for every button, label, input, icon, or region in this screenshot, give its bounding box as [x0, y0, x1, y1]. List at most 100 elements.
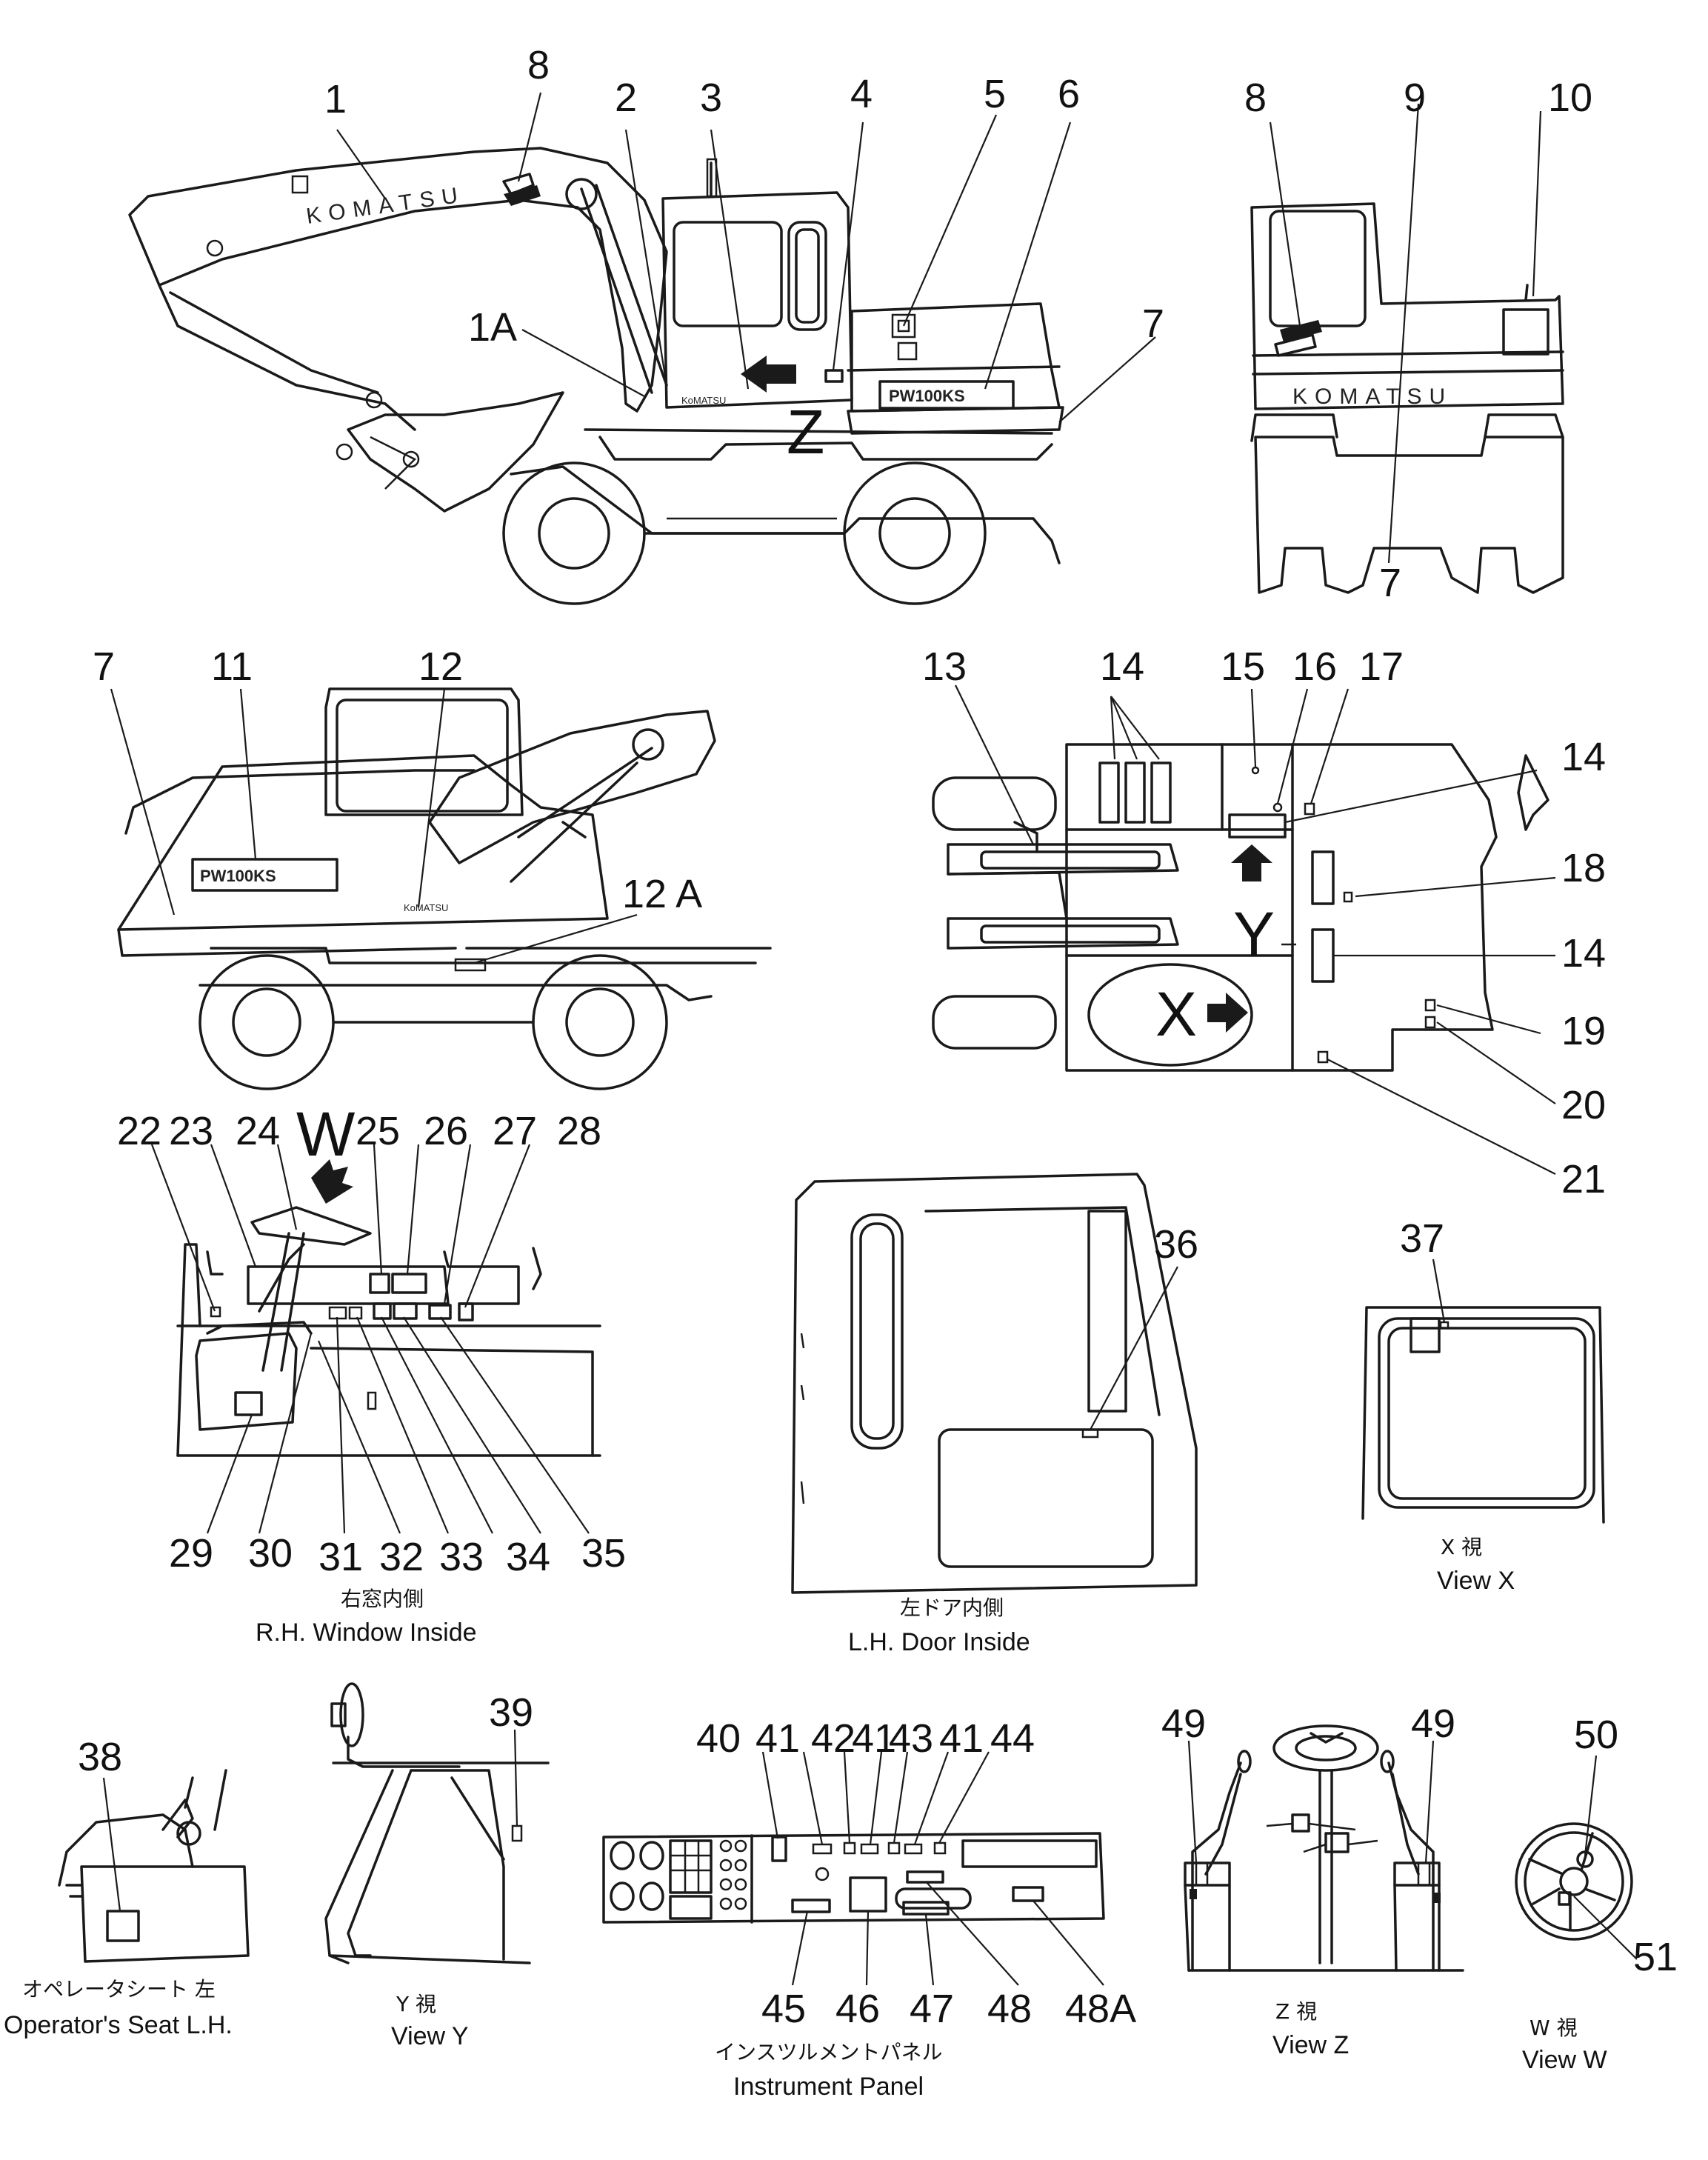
callout-49-left: 49: [1161, 1701, 1206, 1746]
view-y-panel: [324, 1682, 550, 1964]
callouts-side-view: 1 8 2 3 4 5 6 1A 7: [324, 43, 1164, 423]
view-w-panel: [1515, 1822, 1633, 1941]
callouts-view-x: 37 X 視 View X: [1400, 1216, 1515, 1595]
callout-2: 2: [615, 76, 637, 120]
rh-window-inside-view: W: [176, 1099, 601, 1457]
boom-brand: KOMATSU: [304, 182, 467, 229]
callouts-rh-window: 22 23 24 25 26 27 28 29 30 31 32 33 34 3…: [117, 1109, 626, 1647]
callout-45: 45: [761, 1987, 806, 2031]
callout-39: 39: [489, 1690, 533, 1735]
callout-7-rear: 7: [1379, 561, 1401, 605]
callout-22: 22: [117, 1109, 161, 1153]
side-model-plate: PW100KS: [889, 387, 965, 405]
callout-17: 17: [1359, 644, 1404, 689]
view-marker-w: W: [296, 1099, 355, 1169]
callout-5: 5: [984, 72, 1006, 116]
callout-1: 1: [324, 77, 347, 121]
view-x-panel: [1361, 1306, 1605, 1524]
caption-rh-window-en: R.H. Window Inside: [256, 1619, 477, 1647]
operator-seat-view: [58, 1769, 250, 1963]
callout-33: 33: [439, 1535, 484, 1579]
callouts-rear-view: 8 9 10 7: [1244, 76, 1592, 605]
callout-3: 3: [700, 76, 722, 120]
callout-25: 25: [356, 1109, 400, 1153]
callout-48: 48: [987, 1987, 1032, 2031]
caption-view-x-jp: X 視: [1441, 1535, 1482, 1559]
rear-brand: KOMATSU: [1292, 384, 1452, 409]
view-marker-z: Z: [787, 397, 824, 467]
callout-35: 35: [581, 1531, 626, 1576]
callout-41b: 41: [852, 1716, 896, 1761]
callout-36: 36: [1154, 1222, 1198, 1267]
callouts-view-w: 50 51 W 視 View W: [1522, 1713, 1678, 2074]
callout-16: 16: [1292, 644, 1337, 689]
callout-13: 13: [922, 644, 967, 689]
callout-34: 34: [506, 1535, 550, 1579]
caption-seat-en: Operator's Seat L.H.: [4, 2011, 233, 2039]
callouts-view-z: 49 49 Z 視 View Z: [1161, 1701, 1455, 2059]
callout-4: 4: [850, 72, 873, 116]
callout-48a: 48A: [1065, 1987, 1136, 2031]
callout-9: 9: [1404, 76, 1426, 120]
callouts-top-view: 13 14 15 16 17 14 18 14 19 20 21: [922, 644, 1606, 1201]
callouts-seat: 38 オペレータシート 左 Operator's Seat L.H.: [4, 1735, 233, 2039]
caption-view-w-jp: W 視: [1529, 2016, 1578, 2040]
callout-1a: 1A: [468, 305, 517, 350]
callout-27: 27: [493, 1109, 537, 1153]
callout-44: 44: [990, 1716, 1035, 1761]
callout-40: 40: [696, 1716, 741, 1761]
callouts-instrument-panel: 40 41 42 41 43 41 44 45 46 47 48 48A インス…: [696, 1716, 1136, 2101]
caption-lh-door-jp: 左ドア内側: [900, 1596, 1004, 1620]
caption-view-x-en: View X: [1437, 1567, 1515, 1595]
callout-15: 15: [1221, 644, 1265, 689]
callout-14-upper-right: 14: [1561, 735, 1606, 779]
callout-21: 21: [1561, 1157, 1606, 1201]
callouts-lh-door: 36 左ドア内側 L.H. Door Inside: [848, 1222, 1198, 1656]
callout-20: 20: [1561, 1083, 1606, 1127]
callout-23: 23: [169, 1109, 213, 1153]
caption-lh-door-en: L.H. Door Inside: [848, 1628, 1030, 1656]
machine-side-view-right: PW100KS KoMATSU: [117, 687, 772, 1090]
view-z-panel: [1184, 1724, 1464, 1972]
machine-side-view-left: KOMATSU KoMATSU PW100KS Z: [128, 147, 1064, 605]
callout-41c: 41: [939, 1716, 984, 1761]
callout-24: 24: [236, 1109, 280, 1153]
caption-view-w-en: View W: [1522, 2046, 1607, 2074]
caption-panel-en: Instrument Panel: [733, 2073, 924, 2101]
callout-41a: 41: [755, 1716, 800, 1761]
callout-51: 51: [1633, 1935, 1678, 1979]
callout-14-lower-right: 14: [1561, 931, 1606, 976]
side-brand-small: KoMATSU: [404, 902, 448, 913]
right-model-plate: PW100KS: [200, 867, 276, 885]
caption-view-z-jp: Z 視: [1275, 1999, 1317, 2024]
callout-7: 7: [1142, 301, 1164, 346]
callouts-view-y: 39 Y 視 View Y: [391, 1690, 533, 2050]
callout-6: 6: [1058, 72, 1080, 116]
callout-30: 30: [248, 1531, 293, 1576]
caption-rh-window-jp: 右窓内側: [341, 1587, 424, 1611]
instrument-panel-view: [602, 1832, 1105, 1924]
callout-43: 43: [889, 1716, 933, 1761]
lh-door-inside-view: [791, 1173, 1198, 1594]
machine-rear-view: KOMATSU: [1250, 103, 1564, 594]
callout-11: 11: [211, 644, 253, 689]
callout-49-right: 49: [1411, 1701, 1455, 1746]
callouts-right-side-view: 7 11 12 12 A: [93, 644, 702, 964]
callout-26: 26: [424, 1109, 468, 1153]
callout-50: 50: [1574, 1713, 1618, 1757]
caption-view-y-en: View Y: [391, 2022, 469, 2050]
view-marker-y: Y: [1233, 899, 1275, 969]
caption-panel-jp: インスツルメントパネル: [715, 2040, 942, 2064]
callout-37: 37: [1400, 1216, 1444, 1261]
caption-seat-jp: オペレータシート 左: [22, 1977, 216, 2001]
callout-18: 18: [1561, 846, 1606, 890]
callout-38: 38: [78, 1735, 122, 1779]
callout-46: 46: [835, 1987, 880, 2031]
callout-8-rear: 8: [1244, 76, 1267, 120]
machine-top-view: X Y: [932, 743, 1549, 1072]
view-marker-x: X: [1155, 979, 1197, 1049]
caption-view-z-en: View Z: [1272, 2031, 1349, 2059]
cab-brand-small: KoMATSU: [681, 395, 726, 406]
callout-7-right: 7: [93, 644, 115, 689]
callout-14-top: 14: [1100, 644, 1144, 689]
